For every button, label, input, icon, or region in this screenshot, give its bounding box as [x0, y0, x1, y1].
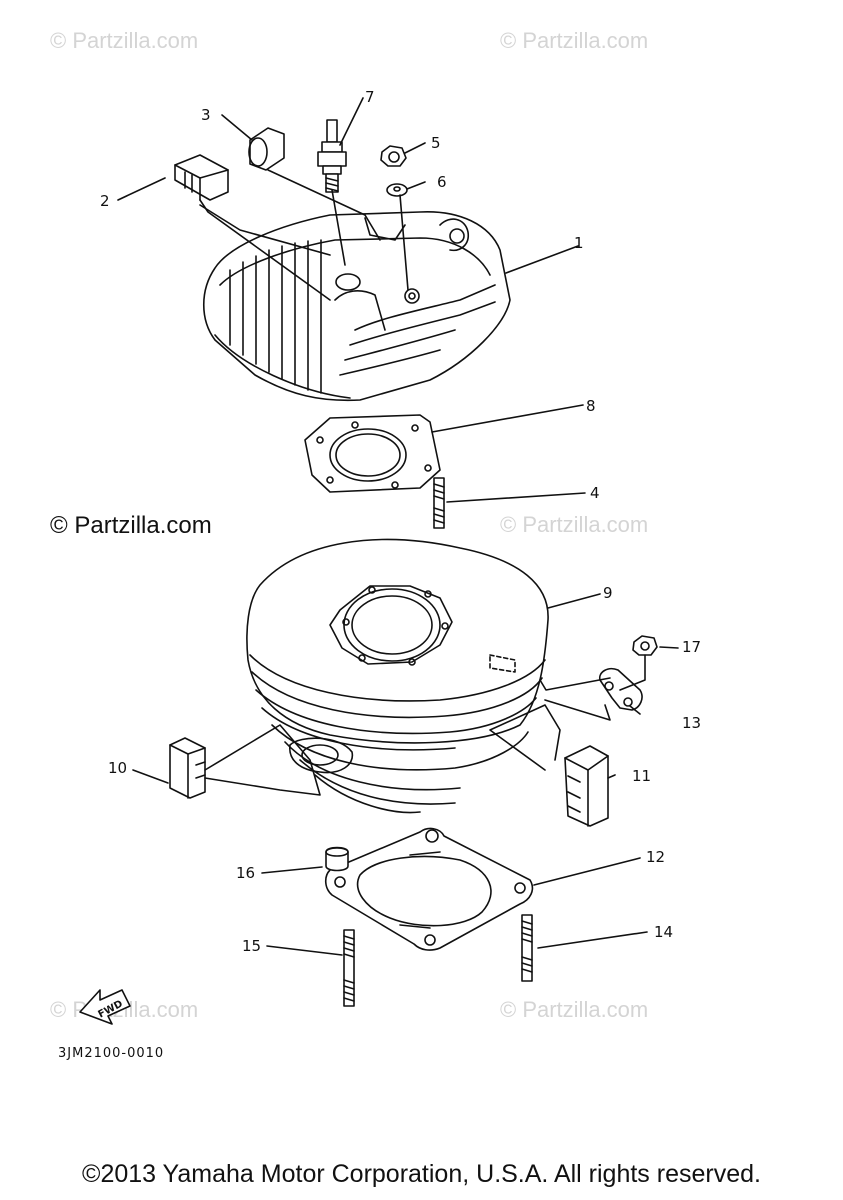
callout-13: 13	[682, 714, 701, 732]
callout-5: 5	[431, 134, 441, 152]
callout-17: 17	[682, 638, 701, 656]
damper-right[interactable]	[564, 745, 609, 827]
callout-2: 2	[100, 192, 110, 210]
base-gasket[interactable]	[324, 827, 534, 951]
callout-4: 4	[590, 484, 600, 502]
head-gasket[interactable]	[304, 414, 441, 493]
cylinder[interactable]	[246, 538, 549, 814]
cap[interactable]	[248, 127, 285, 171]
leader-lines	[117, 97, 679, 956]
callout-8: 8	[586, 397, 596, 415]
callout-11: 11	[632, 767, 651, 785]
watermark-bottom-right: © Partzilla.com	[500, 997, 649, 1022]
callout-9: 9	[603, 584, 613, 602]
damper[interactable]	[174, 154, 229, 201]
callout-7: 7	[365, 88, 375, 106]
washer[interactable]	[386, 183, 408, 197]
cylinder-head[interactable]	[202, 211, 511, 402]
callout-16: 16	[236, 864, 255, 882]
watermark-mid-left: © Partzilla.com	[50, 512, 212, 539]
head-nut[interactable]	[380, 145, 407, 167]
callout-15: 15	[242, 937, 261, 955]
watermark-top-right: © Partzilla.com	[500, 28, 649, 53]
callout-labels: 1 2 3 4 5 6 7 8 9 10 11 12 13 14 15 16 1…	[100, 88, 701, 955]
stud-bolt-left[interactable]	[343, 929, 355, 1007]
spark-plug[interactable]	[317, 119, 347, 193]
callout-10: 10	[108, 759, 127, 777]
dowel-pin[interactable]	[325, 846, 349, 872]
damper-left[interactable]	[169, 737, 206, 799]
stud-bolt-upper[interactable]	[433, 477, 445, 529]
watermark-mid-right: © Partzilla.com	[500, 512, 649, 537]
callout-3: 3	[201, 106, 211, 124]
copyright-notice: ©2013 Yamaha Motor Corporation, U.S.A. A…	[82, 1160, 761, 1188]
callout-1: 1	[574, 234, 584, 252]
callout-12: 12	[646, 848, 665, 866]
diagram-code: 3JM2100-0010	[58, 1046, 165, 1061]
stud-bolt-right[interactable]	[521, 914, 533, 982]
fwd-arrow-icon: FWD	[79, 989, 131, 1025]
callout-14: 14	[654, 923, 673, 941]
bracket-nut[interactable]	[632, 635, 658, 656]
watermark-top-left: © Partzilla.com	[50, 28, 199, 53]
callout-6: 6	[437, 173, 447, 191]
